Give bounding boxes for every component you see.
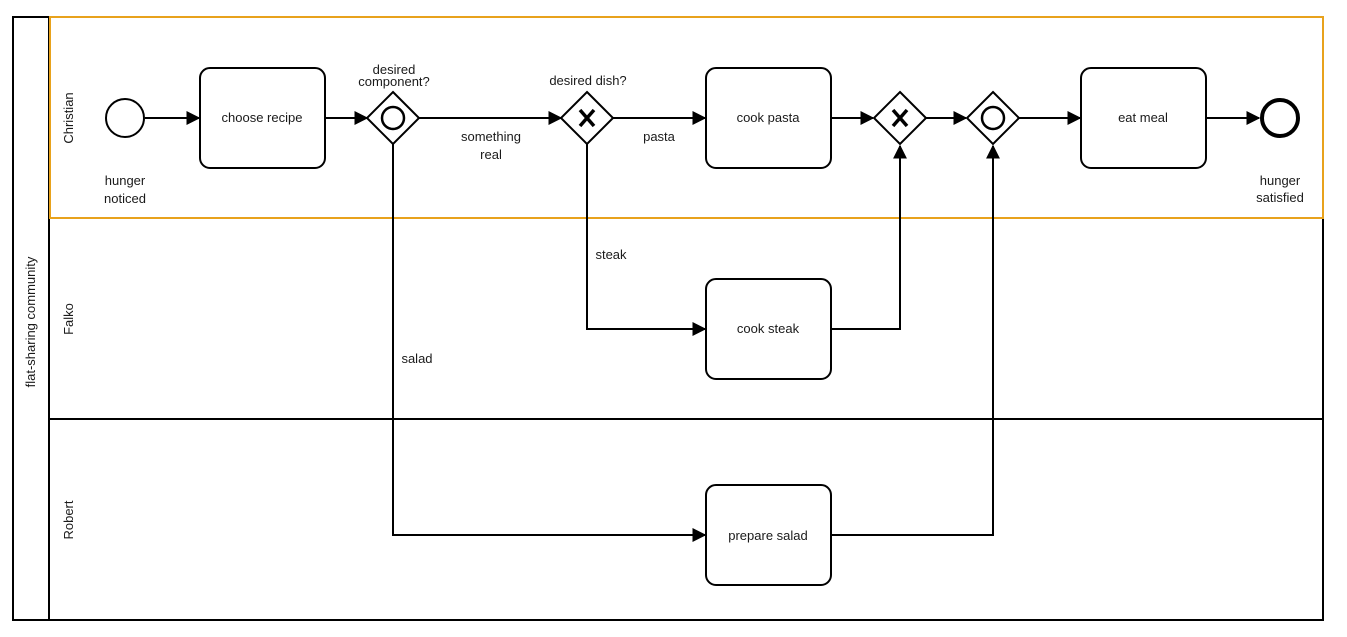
flow-salad <box>392 144 707 542</box>
task-choose-recipe <box>199 67 326 169</box>
lane-label-robert: Robert <box>61 500 76 539</box>
flow-label-something-line2: real <box>480 147 502 162</box>
start-event-label-line2: noticed <box>104 191 146 206</box>
flow-salad-to-join <box>831 144 1000 536</box>
pool-label: flat-sharing community <box>23 256 38 387</box>
flow-steak <box>586 144 707 336</box>
end-event-label-line1: hunger <box>1260 173 1301 188</box>
flow-label-steak: steak <box>595 247 627 262</box>
exclusive-x-icon <box>891 108 909 128</box>
lane-highlight-christian <box>49 16 1324 219</box>
task-prepare-salad <box>705 484 832 586</box>
gateway-component-join <box>965 90 1021 146</box>
end-event <box>1260 98 1300 138</box>
end-event-label-line2: satisfied <box>1256 190 1304 205</box>
exclusive-x-icon <box>578 108 596 128</box>
gateway-desired-component-label-line1: desired <box>373 62 416 77</box>
flow-label-salad: salad <box>401 351 432 366</box>
lane-label-falko: Falko <box>61 303 76 335</box>
gateway-desired-component-label-line2: component? <box>358 74 430 89</box>
flow-label-something-line1: something <box>461 129 521 144</box>
inclusive-circle-icon <box>980 105 1006 131</box>
lane-label-christian: Christian <box>61 92 76 143</box>
inclusive-circle-icon <box>380 105 406 131</box>
start-event <box>105 98 145 138</box>
task-prepare-salad-label: prepare salad <box>728 528 808 543</box>
start-event-label-line1: hunger <box>105 173 146 188</box>
flow-steak-to-merge <box>831 144 907 330</box>
gateway-desired-component <box>365 90 421 146</box>
task-cook-pasta <box>705 67 832 169</box>
task-cook-steak <box>705 278 832 380</box>
task-choose-recipe-label: choose recipe <box>222 110 303 125</box>
task-cook-pasta-label: cook pasta <box>737 110 801 125</box>
task-eat-meal-label: eat meal <box>1118 110 1168 125</box>
flow-label-pasta: pasta <box>643 129 676 144</box>
task-eat-meal <box>1080 67 1207 169</box>
gateway-desired-dish-label: desired dish? <box>549 73 626 88</box>
task-cook-steak-label: cook steak <box>737 321 800 336</box>
